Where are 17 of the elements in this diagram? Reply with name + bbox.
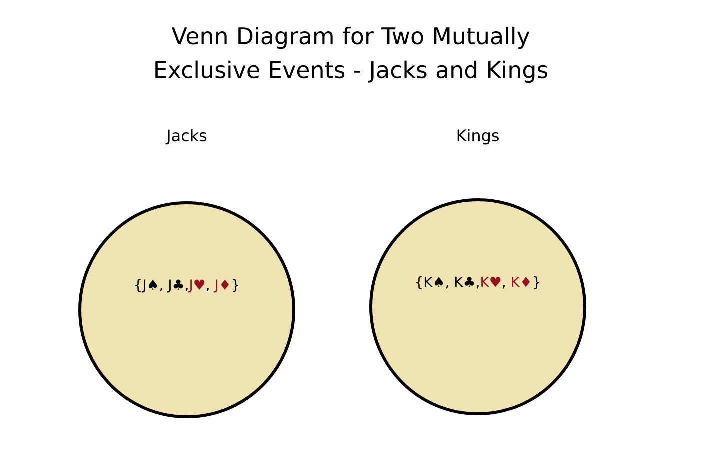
set-elements: {K♠, K♣, K♥ , K♦ } (416, 276, 540, 290)
node-label: {K♠, K♣, (416, 276, 479, 290)
node-label: , (206, 288, 209, 292)
node-label: } (233, 279, 238, 292)
node-label: K♦ (512, 276, 530, 288)
node-label: J♥ (188, 280, 205, 293)
set-label: Kings (458, 129, 499, 145)
node-label: {J♠, J♣, (136, 279, 188, 293)
venn-circle (370, 198, 586, 416)
node-label: K♥ (482, 276, 501, 288)
node-label: , (502, 285, 505, 289)
set-label: Jacks (166, 129, 207, 145)
node-label: } (534, 276, 540, 290)
set-elements: {J♠, J♣,J♥ , J♦ } (136, 279, 238, 293)
title: Venn Diagram for Two Mutually Exclusive Events - Jacks and Kings (156, 26, 548, 84)
venn-circle (78, 202, 296, 418)
node-label: J♦ (214, 280, 229, 293)
